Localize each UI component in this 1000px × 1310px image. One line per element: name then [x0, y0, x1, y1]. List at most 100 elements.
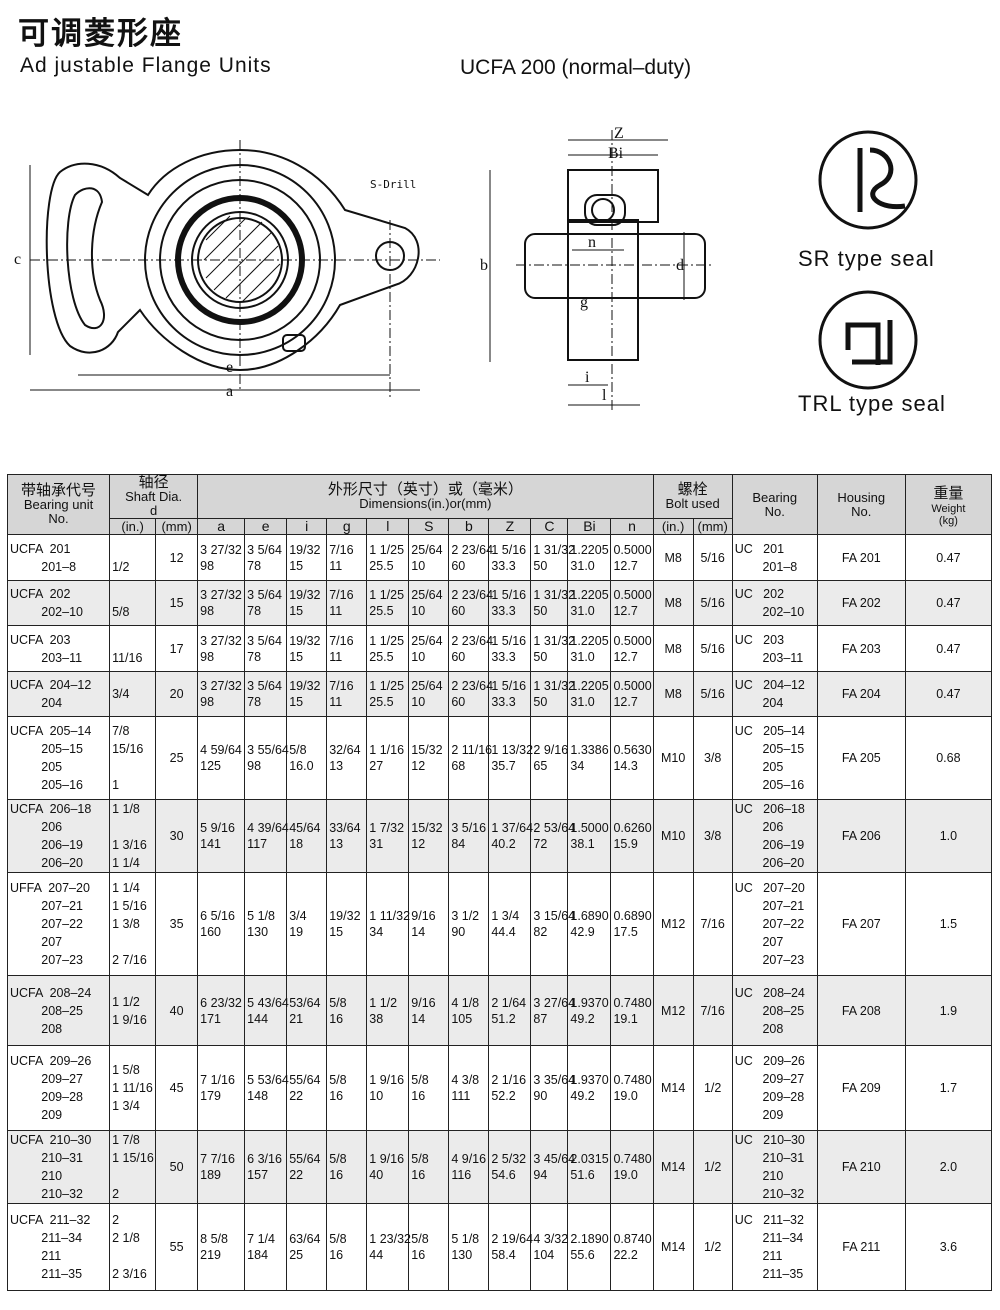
cell-shaft-mm: 50: [155, 1130, 199, 1204]
cell-bolt-mm: 1/2: [692, 1045, 733, 1131]
cell-shaft-in: 7/8 15/16 1: [109, 716, 157, 800]
cell-bolt-mm: 1/2: [692, 1130, 733, 1204]
cell-shaft-in: 1 1/8 1 3/16 1 1/4: [109, 799, 157, 873]
cell-dim-g: 19/32 15: [326, 872, 368, 976]
cell-dim-a: 6 5/16 160: [197, 872, 246, 976]
cell-dim-i: 45/64 18: [286, 799, 328, 873]
cell-dim-i: 53/64 21: [286, 975, 328, 1046]
cell-dim-a: 3 27/32 98: [197, 580, 246, 626]
cell-bearing-unit: UCFA 201 201–8: [6, 534, 111, 581]
cell-bearing-unit: UCFA 203 203–11: [6, 625, 111, 672]
cell-bolt-in: M14: [652, 1130, 694, 1204]
header-mm: (mm): [155, 518, 199, 535]
cell-dim-bi: 1.2205 31.0: [567, 671, 612, 717]
cell-bearing-no: UC 208–24 208–25 208: [731, 975, 818, 1046]
cell-bolt-in: M10: [652, 716, 694, 800]
cell-dim-l: 1 11/32 34: [366, 872, 410, 976]
cell-dim-s: 15/32 12: [408, 799, 450, 873]
cell-bolt-in: M14: [652, 1045, 694, 1131]
cell-dim-z: 2 1/64 51.2: [488, 975, 532, 1046]
cell-dim-b: 2 23/64 60: [448, 671, 493, 717]
cell-housing-no: FA 207: [816, 872, 906, 976]
cell-dim-g: 5/8 16: [326, 1203, 368, 1291]
cell-dim-i: 55/64 22: [286, 1130, 328, 1204]
cell-bolt-in: M8: [652, 534, 694, 581]
cell-dim-e: 4 39/64 117: [244, 799, 289, 873]
cell-bearing-unit: UCFA 204–12 204: [6, 671, 111, 717]
cell-shaft-in: 1 1/2 1 9/16: [109, 975, 157, 1046]
cell-shaft-mm: 35: [155, 872, 199, 976]
cell-bearing-unit: UCFA 206–18 206 206–19 206–20: [6, 799, 111, 873]
label-g: g: [580, 294, 588, 311]
cell-dim-l: 1 1/25 25.5: [366, 625, 410, 672]
cell-bearing-unit: UCFA 210–30 210–31 210 210–32: [6, 1130, 111, 1204]
cell-bearing-no: UC 201 201–8: [731, 534, 818, 581]
cell-dim-a: 4 59/64 125: [197, 716, 246, 800]
cell-bearing-no: UC 202 202–10: [731, 580, 818, 626]
cell-dim-g: 5/8 16: [326, 1130, 368, 1204]
cell-bearing-no: UC 205–14 205–15 205 205–16: [731, 716, 818, 800]
cell-dim-b: 2 23/64 60: [448, 534, 493, 581]
cell-bolt-in: M12: [652, 975, 694, 1046]
cell-dim-c: 1 31/32 50: [530, 625, 575, 672]
cell-bearing-no: UC 203 203–11: [731, 625, 818, 672]
cell-bearing-unit: UFFA 207–20 207–21 207–22 207 207–23: [6, 872, 111, 976]
cell-dim-s: 5/8 16: [408, 1045, 450, 1131]
cell-housing-no: FA 209: [816, 1045, 906, 1131]
cell-dim-b: 5 1/8 130: [448, 1203, 490, 1291]
trl-seal-icon: [818, 290, 918, 390]
cell-shaft-mm: 25: [155, 716, 199, 800]
label-bi: Bi: [608, 145, 624, 162]
cell-dim-b: 4 9/16 116: [448, 1130, 490, 1204]
cell-housing-no: FA 201: [816, 534, 906, 581]
cell-shaft-in: 11/16: [109, 625, 157, 672]
cell-bearing-unit: UCFA 202 202–10: [6, 580, 111, 626]
cell-dim-e: 3 5/64 78: [244, 534, 288, 581]
cell-dim-g: 7/16 11: [326, 534, 368, 581]
label-e: e: [226, 359, 233, 376]
cell-dim-b: 3 5/16 84: [448, 799, 490, 873]
cell-dim-g: 5/8 16: [326, 975, 368, 1046]
cell-dim-i: 63/64 25: [286, 1203, 328, 1291]
cell-dim-e: 7 1/4 184: [244, 1203, 288, 1291]
cell-dim-b: 4 1/8 105: [448, 975, 490, 1046]
sr-seal-icon: [818, 130, 918, 230]
cell-dim-bi: 2.0315 51.6: [567, 1130, 612, 1204]
cell-shaft-mm: 30: [155, 799, 199, 873]
cell-bolt-mm: 5/16: [692, 625, 733, 672]
cell-dim-z: 2 5/32 54.6: [488, 1130, 532, 1204]
title-chinese: 可调菱形座: [18, 16, 183, 52]
header-col-z: Z: [488, 518, 532, 535]
cell-housing-no: FA 210: [816, 1130, 906, 1204]
cell-bolt-mm: 7/16: [692, 872, 733, 976]
cell-dim-i: 19/32 15: [286, 534, 328, 581]
cell-bearing-no: UC 209–26 209–27 209–28 209: [731, 1045, 818, 1131]
cell-dim-n: 0.5630 14.3: [610, 716, 654, 800]
cell-weight: 0.47: [904, 534, 993, 581]
cell-dim-l: 1 1/2 38: [366, 975, 410, 1046]
cell-shaft-in: 1 7/8 1 15/16 2: [109, 1130, 157, 1204]
cell-bolt-mm: 3/8: [692, 799, 733, 873]
cell-bolt-mm: 5/16: [692, 534, 733, 581]
cell-shaft-in: 1/2: [109, 534, 157, 581]
cell-shaft-mm: 55: [155, 1203, 199, 1291]
header-col-bi: Bi: [567, 518, 612, 535]
cell-bearing-unit: UCFA 208–24 208–25 208: [6, 975, 111, 1046]
cell-dim-b: 4 3/8 111: [448, 1045, 490, 1131]
cell-bolt-mm: 7/16: [692, 975, 733, 1046]
cell-dim-g: 5/8 16: [326, 1045, 368, 1131]
cell-dim-i: 5/8 16.0: [286, 716, 328, 800]
cell-dim-g: 7/16 11: [326, 671, 368, 717]
cell-weight: 1.5: [904, 872, 993, 976]
cell-weight: 3.6: [904, 1203, 993, 1291]
cell-dim-l: 1 1/25 25.5: [366, 580, 410, 626]
cell-dim-z: 1 5/16 33.3: [488, 625, 532, 672]
cell-shaft-in: 2 2 1/8 2 3/16: [109, 1203, 157, 1291]
cell-dim-bi: 1.5000 38.1: [567, 799, 612, 873]
label-i: i: [585, 369, 590, 386]
label-s-drill: S-Drill: [370, 178, 416, 191]
cell-dim-z: 2 1/16 52.2: [488, 1045, 532, 1131]
